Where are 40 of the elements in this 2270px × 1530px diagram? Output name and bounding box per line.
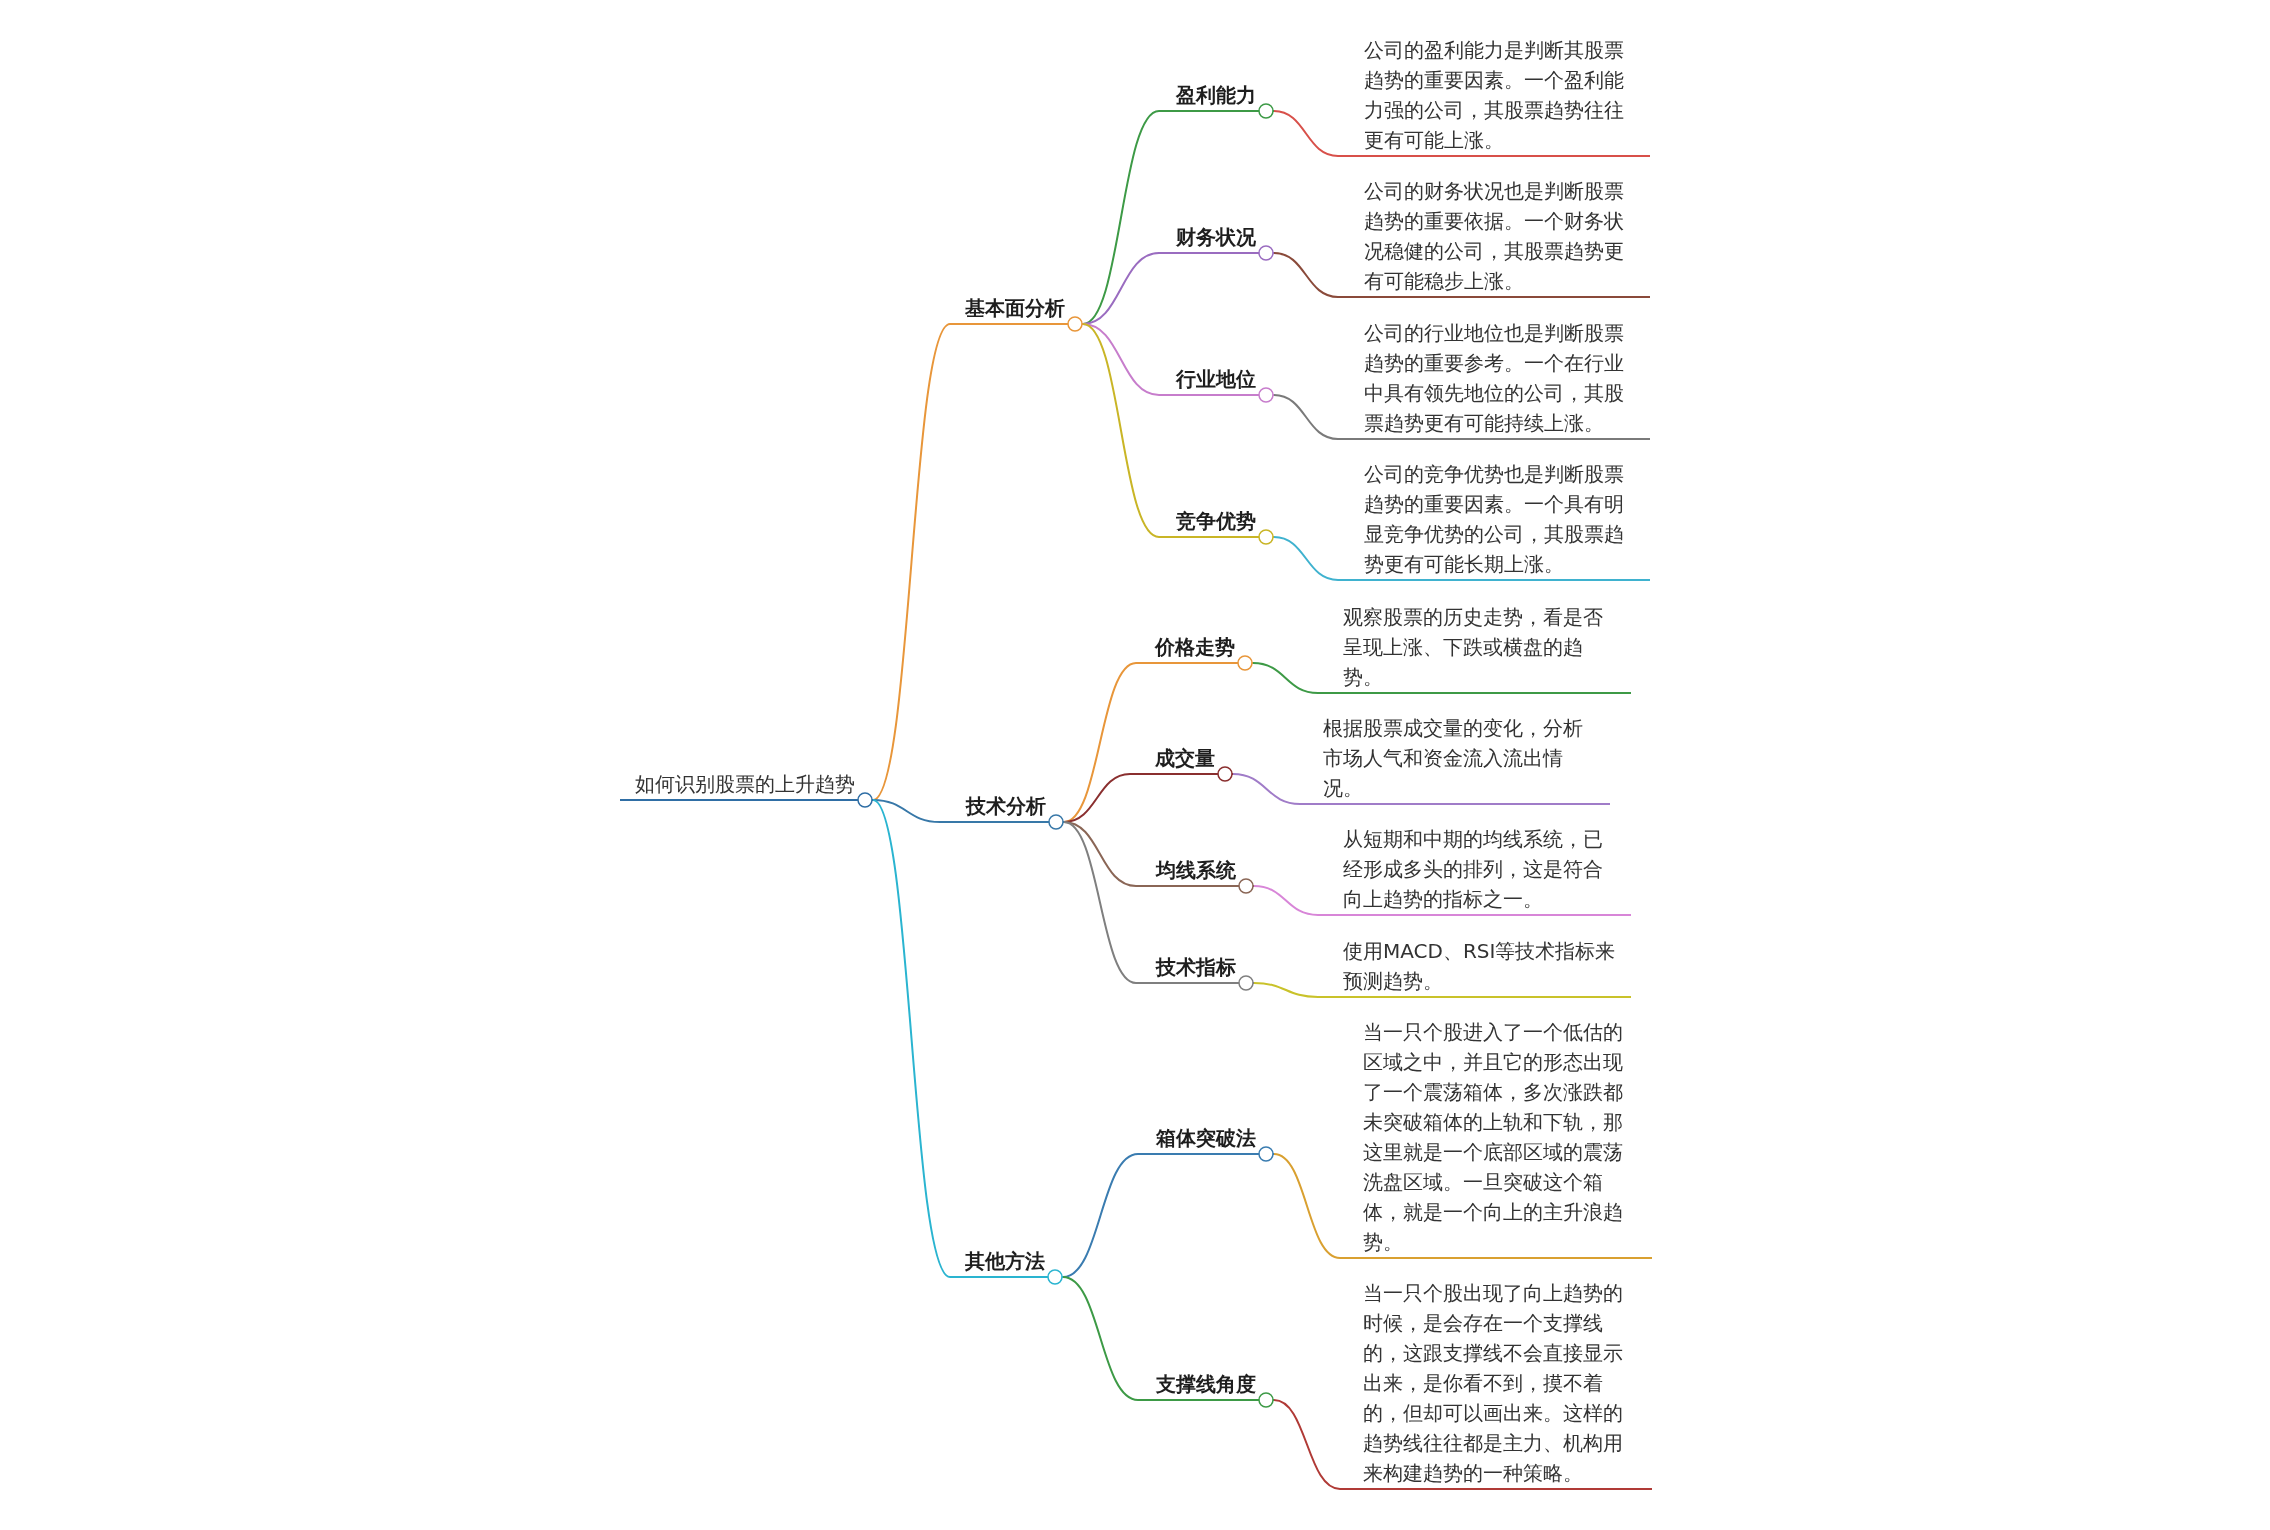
branch-line	[1082, 323, 1160, 538]
branch-line	[872, 323, 951, 801]
topic-text: 技术指标	[1156, 954, 1236, 981]
topic-text: 其他方法	[965, 1248, 1045, 1275]
topic-text: 行业地位	[1176, 366, 1256, 393]
note-text: 公司的行业地位也是判断股票趋势的重要参考。一个在行业中具有领先地位的公司，其股票趋势更有可能持续上涨。	[1364, 320, 1625, 437]
note-text: 公司的盈利能力是判断其股票趋势的重要因素。一个盈利能力强的公司，其股票趋势往往更有可能上涨。	[1364, 37, 1625, 154]
branch-line	[872, 799, 951, 1278]
branch-line	[1232, 773, 1301, 805]
branch-line	[1273, 536, 1339, 581]
topic-text: 均线系统	[1156, 857, 1236, 884]
note-text: 从短期和中期的均线系统，已经形成多头的排列，这是符合向上趋势的指标之一。	[1343, 826, 1604, 913]
topic-text: 基本面分析	[965, 295, 1065, 322]
branch-line	[1273, 252, 1339, 298]
branch-line	[1253, 885, 1319, 916]
branch-line	[1273, 1153, 1341, 1259]
branch-line	[1253, 982, 1319, 998]
branch-line	[1252, 662, 1319, 694]
branch-line	[872, 799, 941, 823]
note-text: 公司的财务状况也是判断股票趋势的重要依据。一个财务状况稳健的公司，其股票趋势更有可能稳步上涨。	[1364, 178, 1625, 295]
note-text: 当一只个股出现了向上趋势的时候，是会存在一个支撑线的，这跟支撑线不会直接显示出来，是你看不到，摸不着的，但却可以画出来。这样的趋势线往往都是主力、机构用来构建趋势的一种策略。	[1363, 1280, 1624, 1487]
topic-text: 竞争优势	[1176, 508, 1256, 535]
topic-text: 支撑线角度	[1156, 1371, 1256, 1398]
branch-line	[1063, 821, 1137, 984]
topic-text: 价格走势	[1155, 634, 1235, 661]
branch-line	[1062, 1276, 1139, 1401]
topic-text: 盈利能力	[1176, 82, 1256, 109]
branch-line	[1273, 110, 1339, 157]
note-text: 使用MACD、RSI等技术指标来预测趋势。	[1343, 938, 1617, 995]
note-text: 当一只个股进入了一个低估的区域之中，并且它的形态出现了一个震荡箱体，多次涨跌都未突破箱体的上轨和下轨，那这里就是一个底部区域的震荡洗盘区域。一旦突破这个箱体，就是一个向上的主升浪趋势。	[1363, 1019, 1624, 1256]
note-text: 根据股票成交量的变化，分析市场人气和资金流入流出情况。	[1323, 715, 1584, 802]
topic-text: 如何识别股票的上升趋势	[635, 771, 855, 798]
branch-line	[1273, 394, 1339, 440]
branch-line	[1273, 1399, 1341, 1490]
note-text: 公司的竞争优势也是判断股票趋势的重要因素。一个具有明显竞争优势的公司，其股票趋势更有可能长期上涨。	[1364, 461, 1625, 578]
topic-text: 成交量	[1155, 745, 1215, 772]
note-text: 观察股票的历史走势，看是否呈现上涨、下跌或横盘的趋势。	[1343, 604, 1604, 691]
topic-text: 箱体突破法	[1156, 1125, 1256, 1152]
topic-text: 财务状况	[1176, 224, 1256, 251]
topic-text: 技术分析	[966, 793, 1046, 820]
